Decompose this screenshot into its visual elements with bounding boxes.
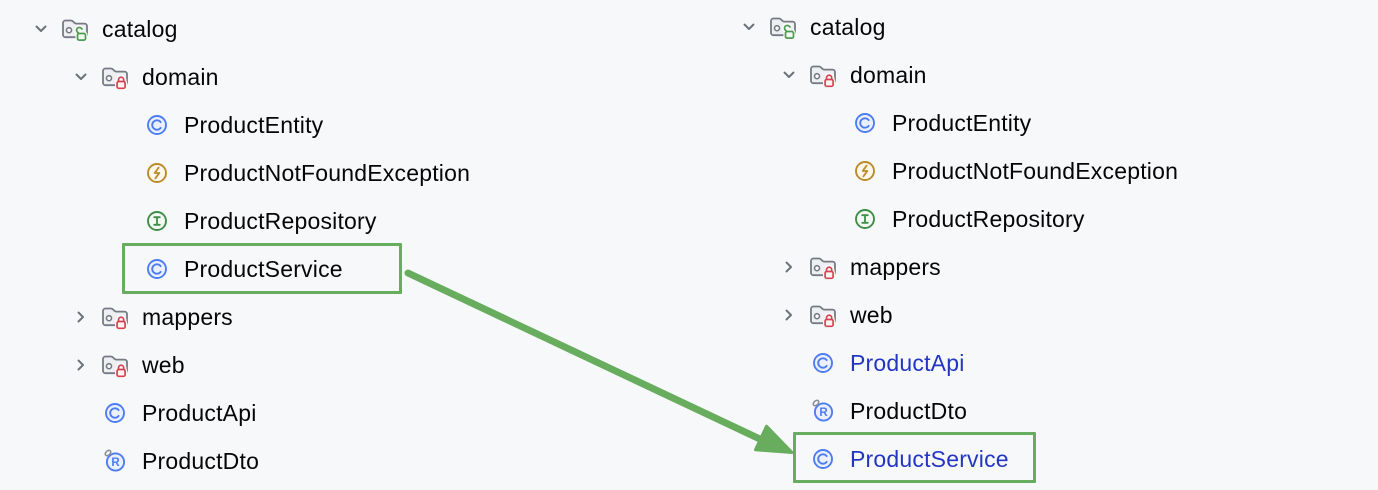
package-folder-locked-icon	[100, 350, 130, 380]
tree-item-mappers[interactable]: mappers	[0, 293, 470, 341]
tree-item-label: ProductNotFoundException	[184, 159, 471, 186]
tree-item-label: ProductApi	[142, 399, 257, 426]
chevron-down-icon[interactable]	[30, 18, 52, 40]
tree-item-mappers[interactable]: mappers	[708, 243, 1178, 291]
chevron-spacer	[820, 112, 842, 134]
interface-icon	[142, 206, 172, 236]
chevron-spacer	[112, 114, 134, 136]
tree-item-web[interactable]: web	[0, 341, 470, 389]
chevron-right-icon[interactable]	[778, 256, 800, 278]
tree-item-label: ProductService	[184, 255, 343, 282]
package-folder-locked-icon	[808, 300, 838, 330]
class-icon	[808, 348, 838, 378]
tree-item-label: ProductDto	[850, 397, 968, 424]
interface-icon	[850, 204, 880, 234]
class-icon	[142, 254, 172, 284]
tree-item-productnotfoundexception[interactable]: ProductNotFoundException	[0, 149, 470, 197]
tree-item-label: ProductApi	[850, 349, 965, 376]
tree-item-label: ProductEntity	[892, 109, 1032, 136]
class-icon	[808, 444, 838, 474]
tree-item-label: web	[850, 301, 893, 328]
tree-item-productentity[interactable]: ProductEntity	[0, 101, 470, 149]
tree-item-label: ProductDto	[142, 447, 260, 474]
chevron-down-icon[interactable]	[778, 64, 800, 86]
chevron-spacer	[778, 400, 800, 422]
tree-item-productentity[interactable]: ProductEntity	[708, 99, 1178, 147]
svg-text:R: R	[111, 457, 120, 469]
tree-item-label: ProductNotFoundException	[892, 157, 1179, 184]
chevron-spacer	[70, 450, 92, 472]
tree-item-web[interactable]: web	[708, 291, 1178, 339]
package-folder-locked-icon	[100, 302, 130, 332]
package-folder-locked-icon	[100, 62, 130, 92]
chevron-down-icon[interactable]	[70, 66, 92, 88]
package-folder-locked-icon	[808, 60, 838, 90]
tree-item-catalog[interactable]: catalog	[708, 3, 1178, 51]
tree-item-productservice[interactable]: ProductService	[708, 435, 1178, 483]
tree-item-productrepository[interactable]: ProductRepository	[708, 195, 1178, 243]
tree-item-label: domain	[850, 61, 927, 88]
tree-item-domain[interactable]: domain	[0, 53, 470, 101]
class-icon	[100, 398, 130, 428]
project-tree-after: catalog domain ProductEntity ProductNotF…	[708, 3, 1178, 483]
exception-icon	[142, 158, 172, 188]
chevron-spacer	[70, 402, 92, 424]
tree-item-label: catalog	[102, 15, 178, 42]
chevron-spacer	[112, 258, 134, 280]
tree-item-productapi[interactable]: ProductApi	[708, 339, 1178, 387]
class-icon	[142, 110, 172, 140]
tree-item-label: domain	[142, 63, 219, 90]
project-tree-before: catalog domain ProductEntity ProductNotF…	[0, 5, 470, 485]
chevron-spacer	[112, 162, 134, 184]
chevron-spacer	[820, 160, 842, 182]
tree-item-label: ProductEntity	[184, 111, 324, 138]
tree-item-label: ProductService	[850, 445, 1009, 472]
tree-item-productrepository[interactable]: ProductRepository	[0, 197, 470, 245]
class-icon	[850, 108, 880, 138]
record-icon: R	[808, 396, 838, 426]
chevron-down-icon[interactable]	[738, 16, 760, 38]
package-folder-unlocked-icon	[768, 12, 798, 42]
tree-item-productdto[interactable]: R ProductDto	[0, 437, 470, 485]
chevron-right-icon[interactable]	[778, 304, 800, 326]
tree-item-domain[interactable]: domain	[708, 51, 1178, 99]
chevron-spacer	[112, 210, 134, 232]
chevron-spacer	[778, 448, 800, 470]
package-folder-unlocked-icon	[60, 14, 90, 44]
exception-icon	[850, 156, 880, 186]
tree-item-productservice[interactable]: ProductService	[0, 245, 470, 293]
tree-item-label: web	[142, 351, 185, 378]
chevron-right-icon[interactable]	[70, 306, 92, 328]
tree-item-productnotfoundexception[interactable]: ProductNotFoundException	[708, 147, 1178, 195]
chevron-spacer	[778, 352, 800, 374]
tree-item-catalog[interactable]: catalog	[0, 5, 470, 53]
svg-text:R: R	[819, 407, 828, 419]
tree-item-label: catalog	[810, 13, 886, 40]
tree-item-productdto[interactable]: R ProductDto	[708, 387, 1178, 435]
package-folder-locked-icon	[808, 252, 838, 282]
chevron-spacer	[820, 208, 842, 230]
chevron-right-icon[interactable]	[70, 354, 92, 376]
tree-item-productapi[interactable]: ProductApi	[0, 389, 470, 437]
tree-item-label: mappers	[142, 303, 233, 330]
tree-item-label: ProductRepository	[184, 207, 377, 234]
record-icon: R	[100, 446, 130, 476]
tree-item-label: ProductRepository	[892, 205, 1085, 232]
tree-item-label: mappers	[850, 253, 941, 280]
